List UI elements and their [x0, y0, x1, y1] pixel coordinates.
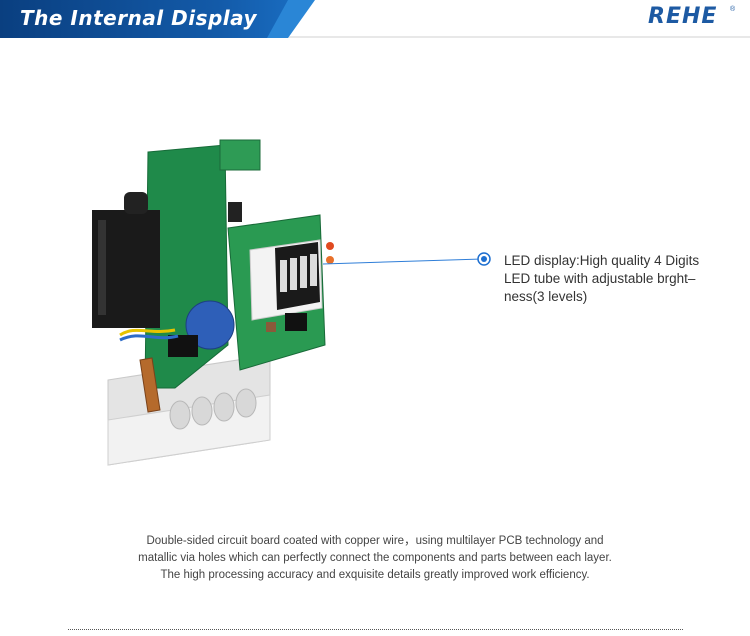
wire-blue — [119, 334, 179, 342]
description-line-3: The high processing accuracy and exquisi… — [160, 569, 590, 581]
pcb-connector-top — [219, 139, 261, 171]
callout-dot-inner — [481, 256, 487, 262]
dotted-divider — [68, 629, 683, 630]
capacitor-black — [228, 202, 242, 222]
circuit-board-image — [92, 139, 334, 466]
button-brown — [266, 322, 276, 332]
title-banner — [0, 0, 310, 38]
indicator-led-red — [326, 242, 334, 250]
registered-mark: ® — [730, 6, 736, 13]
wire-yellow — [119, 328, 176, 337]
relay-highlight — [98, 220, 106, 315]
indicator-led-orange — [326, 256, 334, 264]
description-text: Double-sided circuit board coated with c… — [70, 533, 680, 584]
ic-chip — [168, 335, 198, 357]
description-line-1: Double-sided circuit board coated with c… — [146, 535, 604, 547]
copper-strip — [139, 357, 161, 413]
callout-line-2: LED tube with adjustable brght– — [504, 271, 696, 286]
led-display-callout: LED display:High quality 4 Digits LED tu… — [504, 252, 734, 306]
capacitor-black-2 — [124, 192, 148, 214]
header-divider — [0, 36, 750, 38]
button-black — [285, 313, 307, 331]
led-digits — [275, 242, 320, 310]
callout-line — [322, 258, 483, 265]
description-line-2: matallic via holes which can perfectly c… — [138, 552, 612, 564]
terminal-holes — [169, 388, 257, 430]
brand-logo: REHE — [648, 4, 718, 29]
callout-line-1: LED display:High quality 4 Digits — [504, 253, 700, 268]
callout-line-3: ness(3 levels) — [504, 289, 588, 304]
page-title: The Internal Display — [20, 6, 258, 30]
led-segments — [280, 254, 317, 292]
